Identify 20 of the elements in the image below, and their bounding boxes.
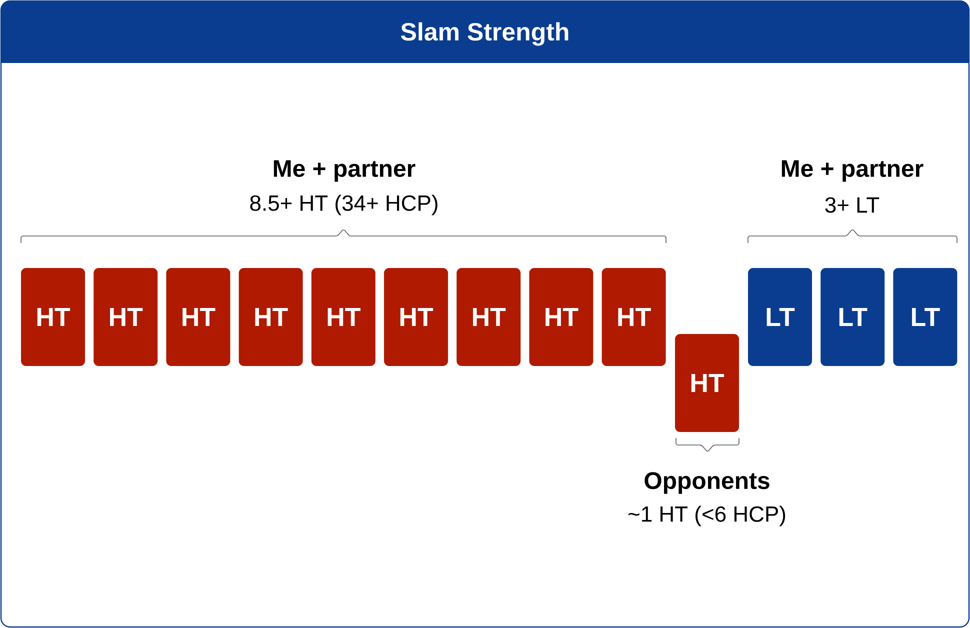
group-heading: Me + partner bbox=[274, 160, 416, 182]
card: HT bbox=[384, 268, 448, 366]
card: HT bbox=[166, 268, 230, 366]
card: HT bbox=[238, 268, 303, 366]
group-subheading: 8.5+ HT (34+ HCP) bbox=[250, 194, 438, 216]
group-subheading: 3+ LT bbox=[825, 197, 880, 213]
card: HT bbox=[675, 334, 739, 432]
card: HT bbox=[529, 268, 594, 366]
title-bar: Slam Strength bbox=[1, 1, 969, 63]
card: HT bbox=[311, 268, 376, 366]
card: LT bbox=[893, 268, 958, 366]
card: LT bbox=[748, 268, 812, 366]
card: HT bbox=[456, 268, 521, 366]
card: HT bbox=[94, 268, 158, 366]
group-subheading: ~1 HT (<6 HCP) bbox=[628, 506, 786, 526]
card: HT bbox=[21, 268, 85, 366]
card: HT bbox=[602, 268, 666, 366]
card: LT bbox=[820, 268, 885, 366]
group-heading: Me + partner bbox=[782, 160, 924, 182]
group-heading: Opponents bbox=[644, 472, 770, 494]
